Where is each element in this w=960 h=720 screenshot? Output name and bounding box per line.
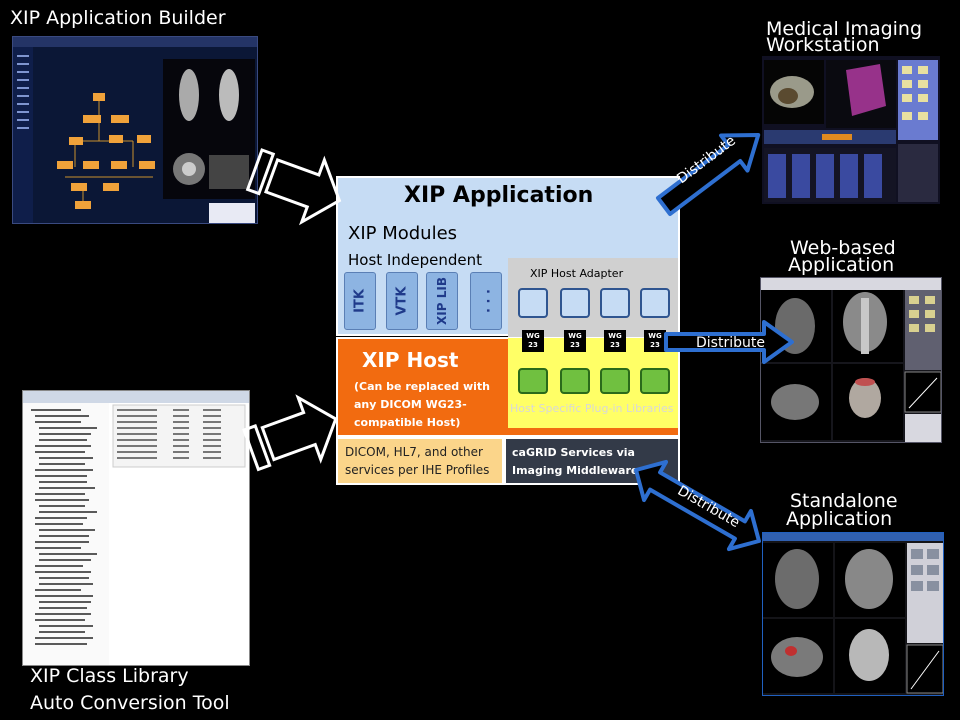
distribute-label-web: Distribute	[696, 335, 765, 351]
wg23-badge: WG 23	[522, 330, 544, 352]
web-label-line2: Application	[788, 254, 895, 276]
wg23-badge: WG 23	[564, 330, 586, 352]
workstation-label-line1: Medical Imaging	[766, 18, 923, 40]
xip-application-title: XIP Application	[404, 183, 594, 208]
host-adapter-title: XIP Host Adapter	[530, 267, 624, 280]
adapter-slot	[560, 288, 590, 318]
plugin-slot	[560, 368, 590, 394]
standalone-screenshot	[762, 532, 944, 696]
plugin-slot	[640, 368, 670, 394]
cagrid-services-text: caGRID Services via Imaging Middleware	[512, 446, 639, 477]
plugin-slot	[600, 368, 630, 394]
xip-host-title: XIP Host	[362, 348, 459, 372]
distribute-to-workstation-arrow	[655, 132, 761, 216]
cagrid-services-box	[504, 437, 680, 485]
host-independent-label: Host Independent	[348, 251, 482, 269]
adapter-slot	[640, 288, 670, 318]
vtk-library-tile: VTK	[386, 272, 418, 330]
xip-host-note: (Can be replaced with any DICOM WG23-com…	[354, 380, 491, 429]
adapter-slot	[600, 288, 630, 318]
classlib-to-host-arrow	[242, 394, 338, 472]
more-libraries-tile: . . .	[470, 272, 502, 330]
classlib-label-line2: Auto Conversion Tool	[30, 692, 230, 714]
wg23-badge: WG 23	[644, 330, 666, 352]
standalone-label-line2: Application	[786, 508, 893, 530]
xip-lib-library-tile: XIP LIB	[426, 272, 458, 330]
workstation-label-line2: Workstation	[766, 34, 880, 56]
standalone-label-line1: Standalone	[790, 490, 898, 512]
itk-library-tile: ITK	[344, 272, 376, 330]
web-label-line1: Web-based	[790, 237, 896, 259]
adapter-slot	[518, 288, 548, 318]
wg23-badge: WG 23	[604, 330, 626, 352]
distribute-to-standalone-arrow	[634, 459, 761, 552]
classlib-screenshot	[22, 390, 250, 666]
web-screenshot	[760, 277, 942, 443]
plugin-libraries-label: Host Specific Plug-in Libraries	[510, 402, 674, 415]
plugin-slot	[518, 368, 548, 394]
workstation-screenshot	[762, 56, 940, 204]
classlib-label-line1: XIP Class Library	[30, 665, 189, 687]
builder-screenshot	[12, 36, 258, 224]
dicom-services-text: DICOM, HL7, and other services per IHE P…	[345, 445, 490, 477]
dicom-services-box	[336, 437, 504, 485]
builder-label: XIP Application Builder	[10, 7, 226, 29]
distribute-to-web-arrow	[664, 320, 794, 364]
xip-modules-label: XIP Modules	[348, 223, 458, 244]
builder-to-application-arrow	[245, 148, 342, 226]
